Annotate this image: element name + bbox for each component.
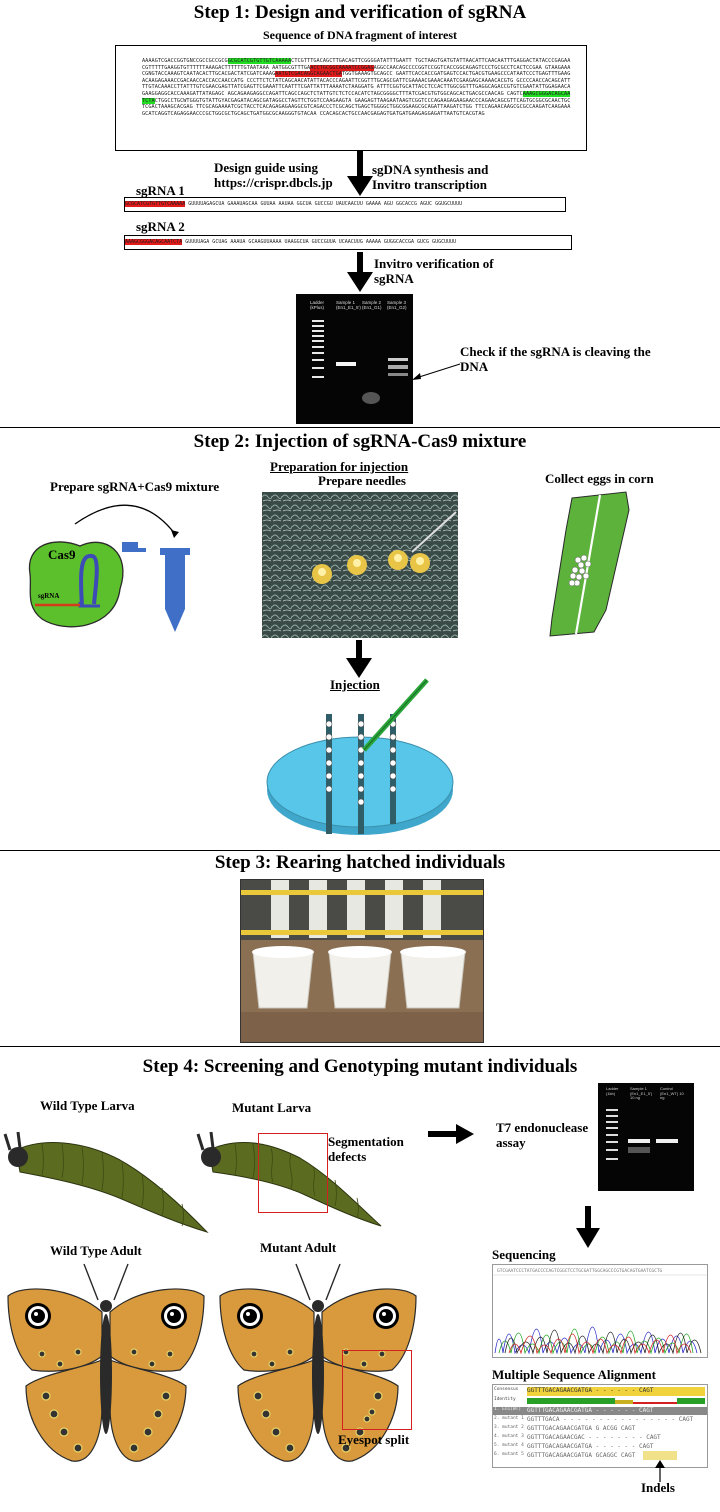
msa-row-name: 6. mutant 5	[494, 1452, 524, 1457]
wt-adult-label: Wild Type Adult	[50, 1243, 142, 1258]
sgrna2-label: sgRNA 2	[136, 219, 185, 234]
prep-needles-label: Prepare needles	[318, 473, 406, 488]
mutant-larva-label: Mutant Larva	[232, 1100, 312, 1115]
sequence-box: AAAAGTCGACCGGTGNCCGCCGCCGCGGCGCATCGTGTTG…	[115, 45, 587, 151]
step2-title: Step 2: Injection of sgRNA-Cas9 mixture	[193, 431, 527, 452]
gel-note: Check if the sgRNA is cleaving the DNA	[460, 344, 651, 374]
segmentation-highlight-box	[258, 1133, 328, 1213]
needle-photo	[262, 492, 458, 638]
wt-larva-illustration	[3, 1131, 209, 1234]
msa-row-name: 1. En1(WT)	[494, 1407, 522, 1412]
identity-bar	[633, 1402, 677, 1404]
cas9-label: Cas9	[48, 547, 76, 562]
msa-row: 1. En1(WT) GGTTTGACAGAACGATGA - - - - - …	[493, 1407, 707, 1415]
msa-row-name: 5. mutant 4	[494, 1443, 524, 1448]
msa-row: 3. mutant 2 GGTTTGACAGAACGATGA G ACGG CA…	[493, 1425, 707, 1433]
sequence-label: Sequence of DNA fragment of interest	[262, 28, 458, 42]
sgrna1-sequence: GCGCATCGTGTTGTCAAAAA GUUUUAGAGCUA GAAAUA…	[124, 197, 566, 212]
sequencing-label: Sequencing	[492, 1247, 556, 1262]
sgrna1-label: sgRNA 1	[136, 183, 185, 198]
msa-row: Consensus GGTTTGACAGAACGATGA - - - - - -…	[493, 1387, 707, 1396]
design-guide-label: Design guide using https://crispr.dbcls.…	[214, 160, 333, 190]
identity-bar	[677, 1398, 705, 1404]
msa-row-seq: GGTTTGACA - - - - - - - - - - - - - - - …	[527, 1416, 694, 1423]
t7-gel-lane-label: Sample 1 (En1_E1_5') 10 ng	[630, 1086, 653, 1100]
t7-gel-image: Ladder (1kb) Sample 1 (En1_E1_5') 10 ng …	[598, 1083, 694, 1191]
eggs-under-microscope	[262, 492, 458, 638]
msa-row: 2. mutant 1 GGTTTGACA - - - - - - - - - …	[493, 1416, 707, 1424]
pointer-arrow-icon	[412, 363, 461, 380]
verification-label: Invitro verification of sgRNA	[374, 256, 494, 286]
msa-row-seq: GGTTTGACAGAACGAC - - - - - - - - CAGT	[527, 1434, 661, 1441]
rearing-cups-illustration	[241, 880, 483, 1042]
indel-highlight	[643, 1451, 677, 1460]
t7-gel-lane-label: Control (En1_WT) 10 ng	[660, 1086, 684, 1100]
gel-bands	[312, 320, 408, 404]
msa-row-seq: GGTTTGACAGAACGATGA G ACGG CAGT	[527, 1425, 636, 1432]
arrow-down-icon	[346, 640, 372, 678]
msa-panel: Consensus GGTTTGACAGAACGATGA - - - - - -…	[492, 1384, 708, 1468]
step4-title: Step 4: Screening and Genotyping mutant …	[142, 1056, 578, 1077]
synthesis-label: sgDNA synthesis and Invitro transcriptio…	[372, 162, 489, 192]
chromatogram: GTCGAATCCCTATGACCCCAGTCGGCTCCTGCGATTGGCA…	[492, 1264, 708, 1358]
msa-row-name: 2. mutant 1	[494, 1416, 524, 1421]
chromatogram-traces: GTCGAATCCCTATGACCCCAGTCGGCTCCTGCGATTGGCA…	[493, 1268, 707, 1355]
msa-row-seq: GGTTTGACAGAACGATGA - - - - - - CAGT	[527, 1387, 705, 1396]
wt-larva-label: Wild Type Larva	[40, 1098, 135, 1113]
divider	[0, 850, 720, 851]
step1-title: Step 1: Design and verification of sgRNA	[193, 2, 527, 23]
injection-label: Injection	[330, 677, 380, 692]
identity-bar	[615, 1400, 633, 1404]
gel-lane-label: Ladder (kPlus)	[310, 300, 325, 310]
divider	[0, 1046, 720, 1047]
eyespot-label: Eyespot split	[338, 1432, 410, 1447]
arrow-up-icon	[655, 1460, 665, 1482]
msa-row: 4. mutant 3 GGTTTGACAGAACGAC - - - - - -…	[493, 1434, 707, 1442]
step3-title: Step 3: Rearing hatched individuals	[214, 852, 506, 873]
collect-eggs-label: Collect eggs in corn	[545, 471, 654, 486]
msa-row-name: 4. mutant 3	[494, 1434, 524, 1439]
msa-row: Identity	[493, 1397, 707, 1405]
cas9-sgrna-illustration	[28, 504, 190, 632]
rearing-photo	[240, 879, 484, 1043]
wt-butterfly-illustration	[7, 1263, 205, 1462]
arrow-down-icon	[347, 252, 373, 292]
t7-gel-bands	[606, 1109, 678, 1160]
gel-lane-label: Sample 3 (En1_G2)	[387, 300, 407, 310]
identity-bar	[527, 1398, 615, 1404]
msa-label: Multiple Sequence Alignment	[492, 1367, 656, 1382]
t7-gel-lane-label: Ladder (1kb)	[606, 1086, 619, 1096]
arrow-down-icon	[576, 1206, 600, 1248]
petri-dish-illustration	[266, 678, 454, 835]
msa-row-seq: GGTTTGACAGAACGATGA - - - - - - CAGT	[527, 1407, 654, 1414]
gel-lane-label: Sample 1 (En1_E1_5')	[336, 300, 361, 310]
divider	[0, 427, 720, 428]
gel-lane-label: Sample 2 (En1_G1)	[362, 300, 382, 310]
prep-injection-label: Preparation for injection	[270, 459, 409, 474]
sgrna-label: sgRNA	[38, 592, 60, 600]
sgrna2-sequence: AAAGCGGGACAGCAATCTA GUUUUAGA GCUAG AAAUA…	[124, 235, 572, 250]
msa-row-seq: GGTTTGACAGAACGATGA GCAGGC CAGT	[527, 1452, 636, 1459]
arrow-down-icon	[347, 150, 373, 196]
segmentation-label: Segmentation defects	[328, 1134, 404, 1164]
mutant-adult-label: Mutant Adult	[260, 1240, 337, 1255]
prep-mixture-label: Prepare sgRNA+Cas9 mixture	[50, 479, 220, 494]
gel-image: Ladder (kPlus) Sample 1 (En1_E1_5') Samp…	[296, 294, 413, 424]
corn-leaf-illustration	[549, 491, 630, 637]
t7-label: T7 endonuclease assay	[496, 1120, 589, 1150]
mutant-larva-illustration	[196, 1131, 382, 1227]
msa-row-name: Consensus	[494, 1387, 519, 1392]
msa-row: 6. mutant 5 GGTTTGACAGAACGATGA GCAGGC CA…	[493, 1452, 707, 1460]
msa-row: 5. mutant 4 GGTTTGACAGAACGATGA - - - - -…	[493, 1443, 707, 1451]
msa-row-name: 3. mutant 2	[494, 1425, 524, 1430]
msa-row-seq: GGTTTGACAGAACGATGA - - - - - - CAGT	[527, 1443, 654, 1450]
arrow-right-icon	[428, 1124, 474, 1144]
indels-label: Indels	[641, 1480, 675, 1495]
svg-text:GTCGAATCCCTATGACCCCAGTCGGCTCCT: GTCGAATCCCTATGACCCCAGTCGGCTCCTGCGATTGGCA…	[497, 1268, 663, 1274]
msa-row-name: Identity	[494, 1397, 516, 1402]
eyespot-highlight-box	[342, 1350, 412, 1430]
dna-sequence: AAAAGTCGACCGGTGNCCGCCGCCGCGGCGCATCGTGTTG…	[142, 58, 571, 117]
